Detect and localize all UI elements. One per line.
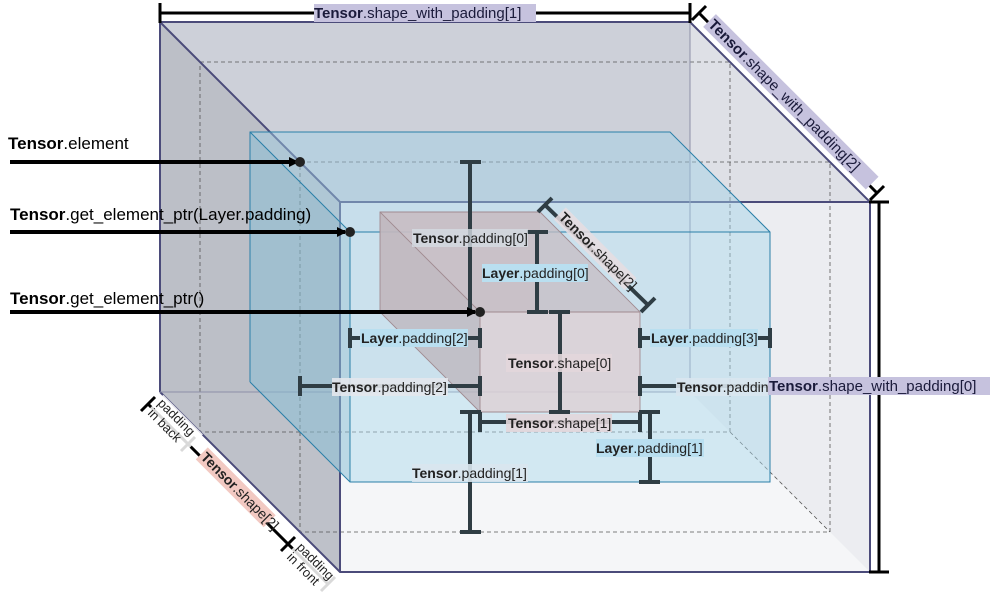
label-shape-with-padding-1: Tensor.shape_with_padding[1]: [314, 5, 521, 22]
ptr-dot: [475, 307, 485, 317]
pointer-arrows: [10, 157, 477, 317]
label-tensor-padding-3: Tensor.paddin: [677, 379, 769, 395]
label-layer-padding-1: Layer.padding[1]: [596, 440, 703, 456]
label-layer-padding-3: Layer.padding[3]: [651, 330, 758, 346]
label-get-element-ptr-padding: Tensor.get_element_ptr(Layer.padding): [10, 205, 311, 224]
label-element: Tensor.element: [8, 134, 129, 153]
layer-left-face: [250, 132, 350, 482]
label-shape-with-padding-0: Tensor.shape_with_padding[0]: [769, 378, 976, 395]
label-layer-padding-0: Layer.padding[0]: [482, 265, 589, 281]
ptr-padding-dot: [345, 227, 355, 237]
outer-right-face: [690, 22, 870, 572]
layer-top-face: [250, 132, 770, 232]
label-get-element-ptr: Tensor.get_element_ptr(): [10, 289, 204, 308]
label-tensor-shape-0: Tensor.shape[0]: [508, 355, 611, 371]
label-tensor-shape-1: Tensor.shape[1]: [508, 415, 611, 431]
label-tensor-padding-0: Tensor.padding[0]: [413, 230, 528, 246]
element-dot: [295, 157, 305, 167]
label-tensor-padding-2: Tensor.padding[2]: [332, 379, 447, 395]
label-tensor-padding-1: Tensor.padding[1]: [412, 465, 527, 481]
label-highlights: [314, 4, 990, 482]
label-layer-padding-2: Layer.padding[2]: [361, 330, 468, 346]
